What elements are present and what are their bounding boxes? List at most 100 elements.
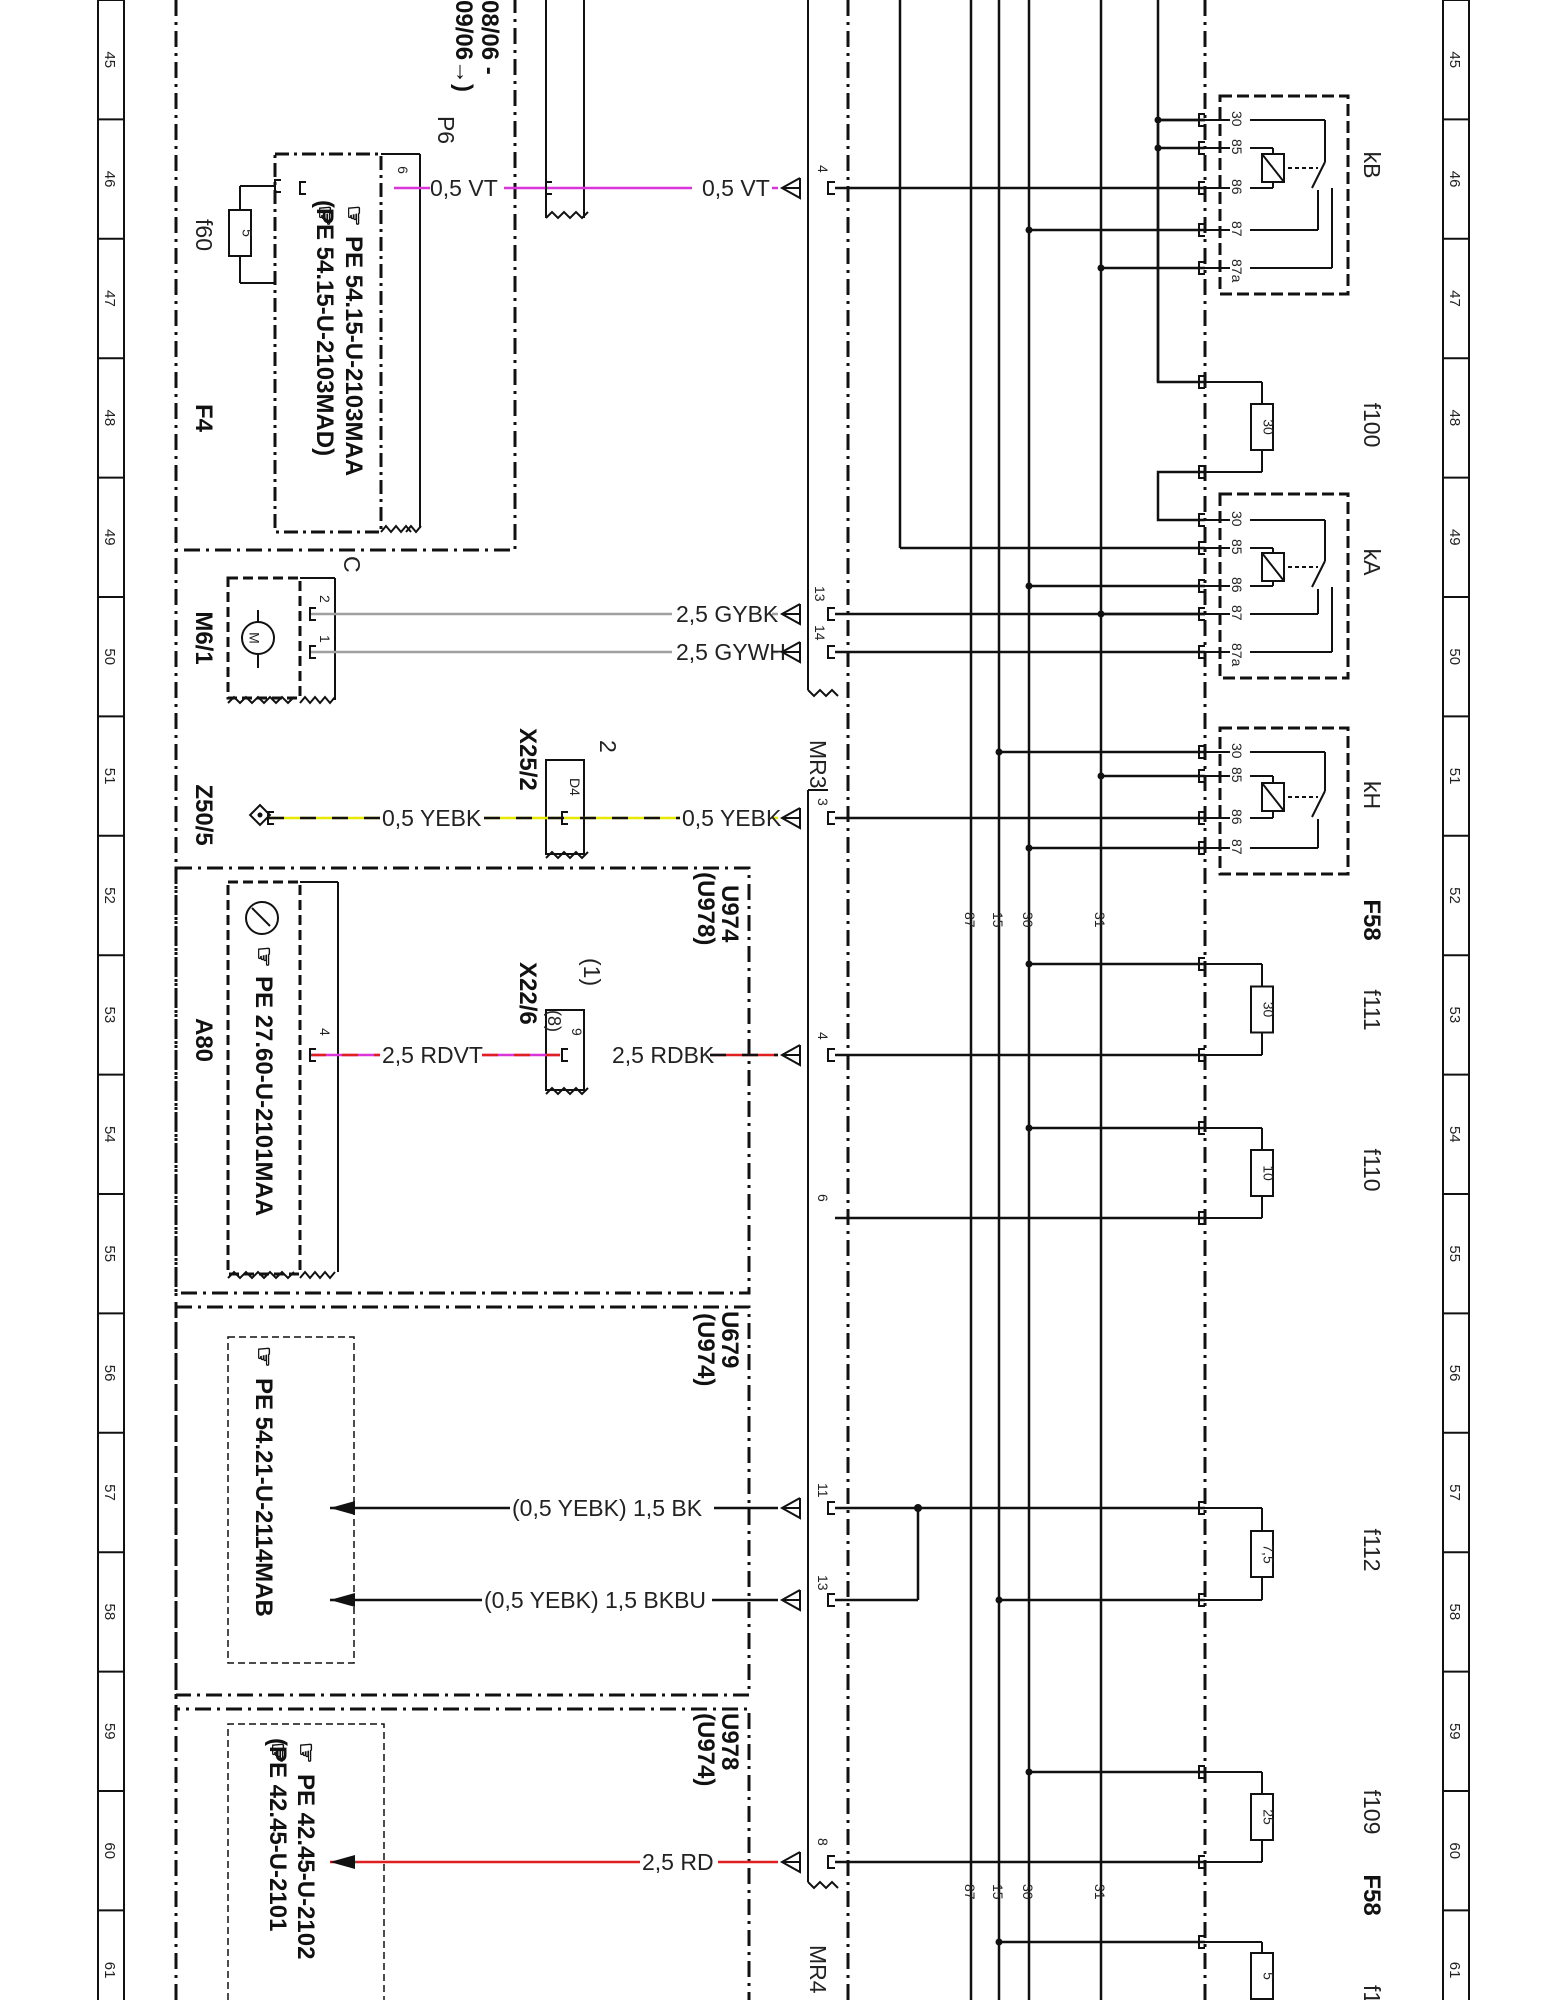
motor-symbol: M [246,632,262,644]
x22-6-connector: 9 (8) (1) X22/6 [514,958,605,1096]
fuse-f112-label: f112 [1359,1528,1385,1571]
fuse-f60: 5 f60 [191,185,275,284]
relay-pin-label: 85 [1229,139,1245,155]
wire-bk: (0,5 YEBK) 1,5 BK 11 [330,1483,1205,1521]
ruler-number: 46 [101,171,118,188]
f4-pe-ref-2: (PE 54.15-U-2103MAD) [311,200,338,456]
fuse-rating-f109: 25 [1260,1809,1276,1825]
bus-label-87b: 87 [962,1884,978,1900]
pin-bracket [545,181,552,195]
pin-6: 6 [815,1194,831,1202]
pin-bracket [827,811,835,825]
u679-section: ☞ PE 54.21-U-2114MAB U679 (U974) [227,1311,743,1664]
pointer-hand-icon: ☞ [250,1346,277,1368]
bus-labels: 87 15 30 31 87 15 30 31 [962,912,1108,1900]
wire-rdvt-rdbk: 2,5 RDVT 2,5 RDBK 4 [310,1032,1205,1068]
pin-bracket [309,607,316,621]
fuse-f113-label: f113 [1359,1985,1385,2000]
bus-label-30: 30 [1020,912,1036,928]
fuse-icon-f110 [1250,1149,1274,1197]
wire-label-bkbu: (0,5 YEBK) 1,5 BKBU [484,1587,706,1613]
fuse-icon-f109 [1250,1793,1274,1841]
junction-dot [995,748,1003,756]
relay-kb-label: kB [1359,152,1385,179]
ruler-number: 52 [1446,887,1463,904]
ruler-number: 50 [101,648,118,665]
fuse-icon-f100 [1250,403,1274,451]
u978-section: ☞ ☞ PE 42.45-U-2102 (PE 42.45-U-2101 U97… [227,1713,743,2000]
z50-5-label: Z50/5 [190,784,217,845]
ruler-number: 53 [1446,1007,1463,1024]
a80-pe-ref: PE 27.60-U-2101MAA [250,976,277,1216]
x22-6-pin: 9 [569,1028,585,1036]
relay-pin-label: 86 [1229,809,1245,825]
f60-rating: 5 [239,229,255,237]
a80-pin: 4 [317,1028,333,1036]
wire-yebk: 0,5 YEBK 0,5 YEBK 3 [268,798,1205,831]
ruler-number: 55 [101,1245,118,1262]
x25-2-label: X25/2 [514,728,541,791]
pe-42-45-ref-1: PE 42.45-U-2102 [292,1774,319,1959]
f58-label-2: F58 [1358,1874,1385,1915]
pin-bracket [1198,645,1205,659]
wire-rd: 2,5 RD 8 [330,1838,1205,1875]
ruler-right [1442,0,1470,2000]
bus-label-87: 87 [962,912,978,928]
ruler-number: 54 [101,1126,118,1143]
ruler-number: 50 [1446,648,1463,665]
pointer-hand-icon: ☞ [264,1742,291,1764]
pin-bracket [1198,1211,1205,1225]
pin-4b: 4 [815,1032,831,1040]
f4-date-1: 08/06 - [476,0,503,75]
junction-dot [1025,226,1033,234]
relay-box-kb [1218,94,1350,296]
h2-connector [545,0,589,220]
pin-bracket [827,1855,835,1869]
relay-ka-label: kA [1359,549,1385,577]
relay-pin-label: 30 [1229,743,1245,759]
relay-pin-label: 86 [1229,179,1245,195]
wire-gybk: 2,5 GYBK 13 [310,586,1205,627]
pin-bracket [827,181,835,195]
junction-dot [1097,772,1105,780]
ruler-number: 51 [1446,768,1463,785]
fuse-rating-f112: 7,5 [1260,1544,1276,1564]
f60-label: f60 [191,219,217,251]
relay-pin-label: 86 [1229,577,1245,593]
pin-bracket [1198,1501,1205,1515]
wire-gywh: 2,5 GYWH 14 [310,625,1205,665]
bus-label-30b: 30 [1020,1884,1036,1900]
u974-alt-label: (U974) [692,1313,719,1386]
fuse-rating-f111: 30 [1260,1002,1276,1018]
relay-pin-label: 85 [1229,539,1245,555]
pin-bracket [1198,1048,1205,1062]
ruler-number: 48 [101,410,118,427]
wire-label-rdbk: 2,5 RDBK [612,1042,715,1068]
wire-pin6: 6 [815,1194,1205,1220]
ruler-number: 59 [101,1723,118,1740]
junction-dot [1025,1124,1033,1132]
pin-bracket [827,1501,835,1515]
pe-54-21-ref: PE 54.21-U-2114MAB [250,1378,277,1617]
pin-bracket [1198,1855,1205,1869]
ruler-number: 60 [101,1842,118,1859]
mr3-label: MR3 [805,740,831,789]
junction-dot [995,1596,1003,1604]
fuse-f109-label: f109 [1359,1790,1385,1835]
m6-1-pin-1: 1 [317,635,333,643]
wire-bkbu: (0,5 YEBK) 1,5 BKBU 13 [330,1504,922,1613]
x25-2-connector: D4 X25/2 2 [514,728,621,860]
pin-13: 13 [812,586,828,602]
mr4-label: MR4 [805,1945,831,1994]
fuse-f111-label: f111 [1359,989,1385,1030]
wire-label-vt-2: 0,5 VT [702,175,770,201]
pin-bracket [827,645,835,659]
fuse-rating-f113: 5 [1260,1972,1276,1980]
relay-switch-icon [1311,161,1326,189]
ruler-number: 46 [1446,171,1463,188]
ruler-number: 55 [1446,1245,1463,1262]
bus-label-31b: 31 [1092,1884,1108,1900]
ruler-left [97,0,125,2000]
relay-pin-label: 30 [1229,511,1245,527]
pin-3: 3 [815,798,831,806]
